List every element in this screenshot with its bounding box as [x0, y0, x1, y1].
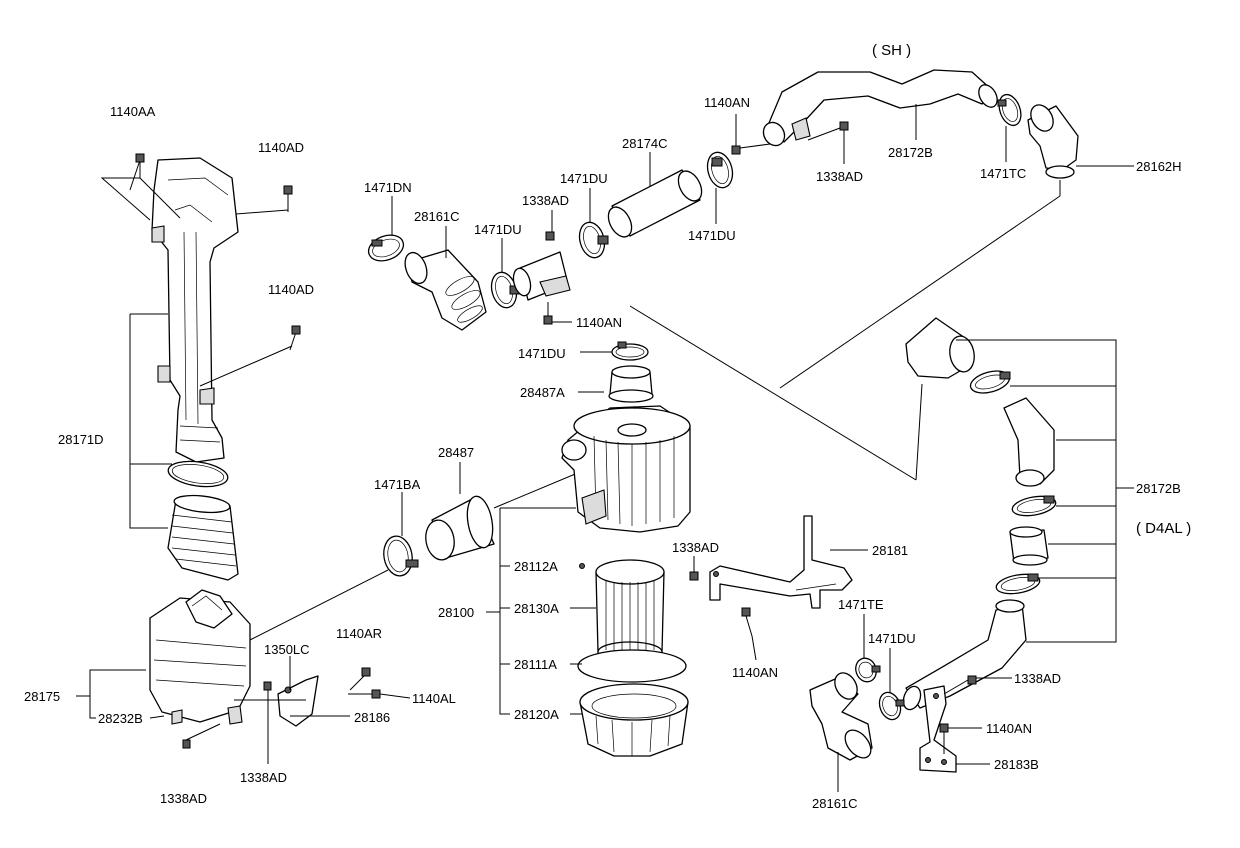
nut-1338AD-bottom-icon	[263, 681, 272, 764]
part-label-28186: 28186	[354, 710, 390, 725]
bolt-1140AL-icon	[348, 689, 381, 699]
variant-label-d4al: ( D4AL )	[1136, 520, 1191, 537]
nut-1338AD-left-icon	[182, 723, 221, 749]
part-label-1338AD-bottom: 1338AD	[240, 770, 287, 785]
elbow-hose-28161C-top	[404, 249, 487, 331]
variant-label-sh: ( SH )	[872, 42, 911, 59]
clamp-d4al-3	[995, 573, 1041, 595]
bracket-28186	[277, 675, 319, 727]
bracket-28181	[709, 515, 853, 609]
resonator-28175	[149, 589, 251, 725]
duct-bellows-hose	[167, 494, 239, 581]
part-label-1471DU-top: 1471DU	[518, 346, 566, 361]
part-label-1338AD-top: 1338AD	[816, 169, 863, 184]
clamp-1471DU-bottom	[878, 691, 905, 721]
part-label-1140AL: 1140AL	[412, 691, 456, 706]
part-label-28172B-d4al: 28172B	[1136, 481, 1181, 496]
part-label-1140AD-mid: 1140AD	[268, 282, 314, 297]
clamp-d4al-2	[1011, 495, 1057, 517]
part-label-28181: 28181	[872, 543, 908, 558]
part-label-1338AD-center: 1338AD	[522, 193, 569, 208]
hose-28172B-sh	[762, 69, 998, 147]
part-label-1471DU-bottom: 1471DU	[868, 631, 916, 646]
elbow-d4al-top	[905, 317, 975, 379]
part-label-28161C-bottom: 28161C	[812, 796, 858, 811]
part-label-1471TC: 1471TC	[980, 166, 1026, 181]
clamp-1471DU-top	[611, 341, 649, 361]
part-label-28487A: 28487A	[520, 385, 565, 400]
part-label-1471BA: 1471BA	[374, 477, 421, 492]
part-label-1471TE: 1471TE	[838, 597, 884, 612]
part-label-28172B-sh: 28172B	[888, 145, 933, 160]
seal-28111A	[577, 649, 687, 683]
nut-1338AD-top-icon	[807, 121, 849, 141]
part-label-1140AA: 1140AA	[110, 104, 156, 119]
bolt-1140AN-center-icon	[543, 302, 553, 325]
part-label-1140AR: 1140AR	[336, 626, 382, 641]
part-label-28111A: 28111A	[514, 657, 557, 672]
clamp-1471DU-right	[706, 151, 734, 189]
part-label-1338AD-right: 1338AD	[1014, 671, 1061, 686]
part-label-1140AN-top: 1140AN	[704, 95, 750, 110]
clamp-1471DU-mid	[578, 221, 609, 259]
bolt-1140AR-icon	[349, 667, 371, 691]
hose-d4al-bend	[1003, 397, 1055, 487]
elbow-hose-28161C-bottom	[809, 672, 873, 761]
part-label-28174C: 28174C	[622, 136, 668, 151]
bracket-28183B	[919, 685, 957, 773]
part-label-28161C-top: 28161C	[414, 209, 460, 224]
part-label-1471DU-left: 1471DU	[474, 222, 522, 237]
part-label-28120A: 28120A	[514, 707, 559, 722]
hose-d4al-long	[902, 599, 1027, 711]
part-label-28487: 28487	[438, 445, 474, 460]
hose-28174C	[607, 169, 703, 238]
part-label-1140AN-center: 1140AN	[576, 315, 622, 330]
bolt-1140AA-icon	[129, 153, 145, 191]
part-label-1471DN: 1471DN	[364, 180, 412, 195]
bolt-1140AD-top-icon	[283, 185, 293, 212]
clamp-1471BA	[383, 535, 419, 577]
filter-element-28130A	[595, 559, 665, 663]
intake-duct-28171D	[151, 157, 239, 463]
air-duct-28487	[425, 495, 495, 561]
part-label-1471DU-right: 1471DU	[688, 228, 736, 243]
part-label-1338AD-mid: 1338AD	[672, 540, 719, 555]
part-label-28112A: 28112A	[514, 559, 558, 574]
outlet-cap-28487A	[608, 365, 654, 403]
duct-ring-seal	[167, 460, 229, 488]
part-label-28100: 28100	[438, 605, 474, 620]
bolt-28112A-icon	[579, 563, 585, 569]
part-label-28162H: 28162H	[1136, 159, 1182, 174]
part-label-28171D: 28171D	[58, 432, 104, 447]
part-label-28183B: 28183B	[994, 757, 1039, 772]
part-label-1140AN-mid: 1140AN	[732, 665, 778, 680]
nut-1338AD-center-icon	[545, 231, 555, 241]
part-label-1140AN-right: 1140AN	[986, 721, 1032, 736]
clamp-1471TC	[997, 93, 1022, 127]
part-label-1350LC: 1350LC	[264, 642, 310, 657]
part-label-28130A: 28130A	[514, 601, 559, 616]
clamp-1471DU-left	[490, 271, 521, 309]
clamp-d4al-1	[969, 370, 1011, 394]
bolt-1140AN-mid-icon	[741, 607, 753, 637]
part-label-1338AD-left: 1338AD	[160, 791, 207, 806]
clamp-1471DN	[367, 234, 405, 262]
bolt-1140AD-mid-icon	[289, 325, 301, 351]
air-cleaner-body	[561, 405, 691, 533]
part-label-1471DU-mid: 1471DU	[560, 171, 608, 186]
part-label-28232B: 28232B	[98, 711, 143, 726]
sleeve-d4al	[1009, 526, 1049, 566]
clamp-1471TE	[855, 657, 881, 683]
nut-1338AD-right-icon	[943, 675, 977, 695]
lower-housing-28120A	[579, 683, 689, 757]
pipe-bracket	[512, 251, 571, 301]
part-label-28175: 28175	[24, 689, 60, 704]
nut-1338AD-mid-icon	[689, 571, 699, 581]
bolt-1140AN-top-icon	[731, 143, 771, 155]
elbow-28162H	[1027, 104, 1079, 179]
part-label-1140AD-top: 1140AD	[258, 140, 304, 155]
